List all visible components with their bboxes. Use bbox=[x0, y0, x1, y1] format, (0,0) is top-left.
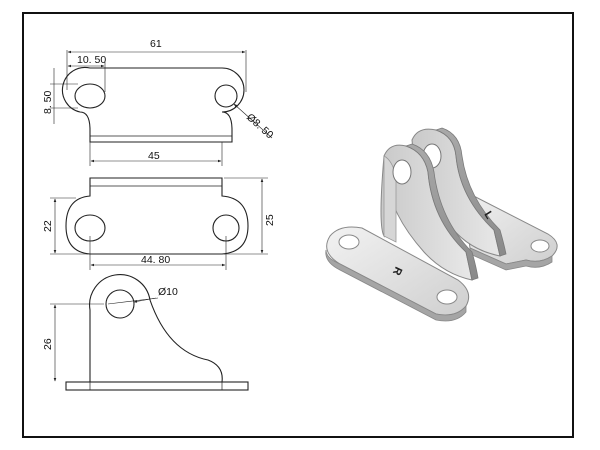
front-view: 22 25 44. 80 bbox=[42, 177, 276, 270]
dim-hole-diameter: Ø8. 50 bbox=[244, 111, 276, 141]
iso-right-base-hole-front bbox=[436, 289, 458, 305]
dim-side-hole-diameter: Ø10 bbox=[158, 286, 178, 298]
iso-view: L R bbox=[325, 127, 558, 322]
dim-inner-height: 22 bbox=[42, 220, 54, 232]
dim-overall-width: 61 bbox=[150, 38, 162, 50]
side-view-hole bbox=[105, 289, 135, 319]
top-view-right-hole bbox=[214, 84, 238, 108]
dim-side-height: 26 bbox=[42, 338, 54, 350]
side-view: Ø10 26 bbox=[42, 274, 249, 391]
iso-left-base-hole bbox=[530, 239, 550, 253]
iso-right-upright-hole bbox=[392, 159, 412, 185]
dim-hole-height: 8. 50 bbox=[42, 90, 54, 114]
iso-right-base-hole-back bbox=[338, 234, 360, 250]
top-view: 61 10. 50 8. 50 Ø8. 50 45 bbox=[42, 38, 276, 166]
top-view-outline bbox=[61, 66, 245, 143]
dim-base-width: 45 bbox=[148, 150, 160, 162]
dim-outer-height: 25 bbox=[264, 214, 276, 226]
dim-hole-offset: 10. 50 bbox=[77, 54, 106, 66]
side-view-profile bbox=[89, 274, 223, 383]
front-view-outline bbox=[65, 177, 249, 255]
dim-hole-spacing: 44. 80 bbox=[141, 254, 170, 266]
top-view-left-hole bbox=[74, 83, 106, 109]
side-view-base bbox=[65, 381, 249, 391]
